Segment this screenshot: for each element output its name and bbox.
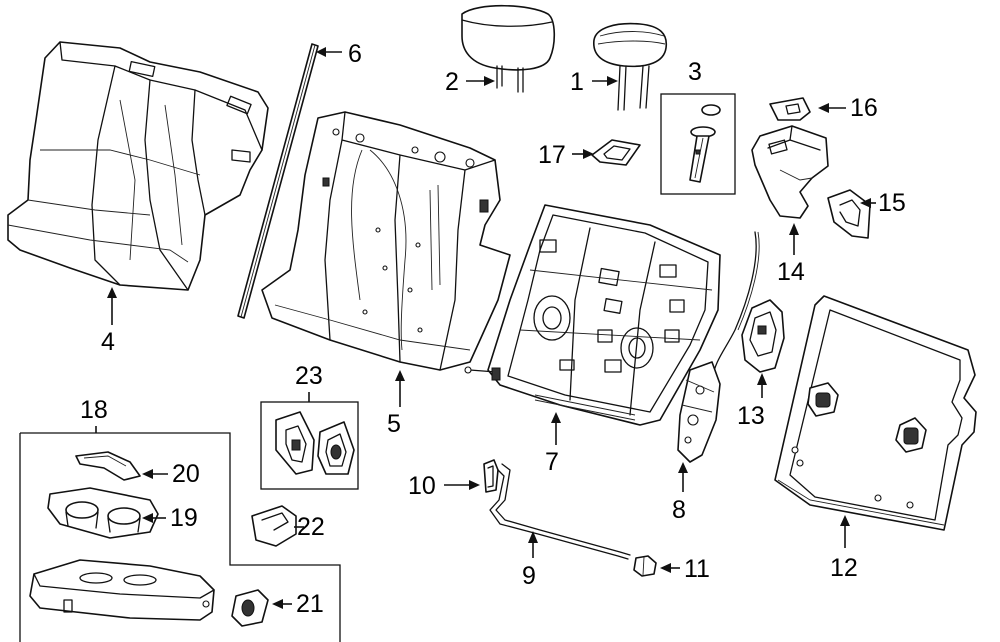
part-3-guide-sleeve[interactable] xyxy=(689,104,721,183)
callout-15: 15 xyxy=(878,189,906,217)
arrow-5 xyxy=(395,370,405,381)
callout-5: 5 xyxy=(387,410,401,438)
part-8-latch[interactable] xyxy=(677,231,760,463)
part-16-cover[interactable] xyxy=(769,97,811,121)
callout-18: 18 xyxy=(80,396,108,424)
arrow-1 xyxy=(607,76,618,86)
callout-3: 3 xyxy=(688,58,702,86)
callout-23: 23 xyxy=(295,362,323,390)
arrow-6 xyxy=(316,47,326,57)
arrow-8 xyxy=(678,462,688,473)
arrow-17 xyxy=(583,149,594,159)
part-15-insert[interactable] xyxy=(827,189,871,239)
arrow-20 xyxy=(142,469,153,479)
callout-10: 10 xyxy=(408,472,436,500)
callout-13: 13 xyxy=(737,402,765,430)
callout-7: 7 xyxy=(545,448,559,476)
part-21-bezel[interactable] xyxy=(231,589,269,627)
part-7-seat-back-frame[interactable] xyxy=(464,204,721,426)
arrow-10 xyxy=(469,480,480,490)
callout-21: 21 xyxy=(296,590,324,618)
part-4-seat-back-cover[interactable] xyxy=(7,41,269,291)
callout-17: 17 xyxy=(538,141,566,169)
callout-19: 19 xyxy=(170,504,198,532)
part-23-hinge-covers[interactable] xyxy=(275,411,355,475)
part-11-nut[interactable] xyxy=(633,555,657,577)
part-23-frame xyxy=(260,401,359,490)
part-12-rear-panel[interactable] xyxy=(774,295,977,531)
callout-20: 20 xyxy=(172,460,200,488)
part-5-seat-back-pad[interactable] xyxy=(261,111,511,371)
callout-4: 4 xyxy=(101,328,115,356)
part-2-headrest[interactable] xyxy=(461,4,556,93)
arrow-7 xyxy=(551,412,561,423)
arrow-12 xyxy=(840,515,850,526)
part-6-trim-strip[interactable] xyxy=(237,43,319,319)
part-9-cable[interactable] xyxy=(489,463,631,560)
part-17-pad[interactable] xyxy=(591,139,641,166)
arrow-19 xyxy=(142,513,153,523)
part-22-cover[interactable] xyxy=(251,505,297,547)
part-1-headrest[interactable] xyxy=(593,22,668,111)
callout-6: 6 xyxy=(348,40,362,68)
part-14-bezel[interactable] xyxy=(751,125,829,219)
part-3-frame xyxy=(660,93,736,195)
part-18-armrest[interactable] xyxy=(29,559,215,621)
arrow-2 xyxy=(484,76,495,86)
part-20-pad[interactable] xyxy=(75,451,141,481)
part-19-cup-holder[interactable] xyxy=(47,487,159,539)
callout-8: 8 xyxy=(672,496,686,524)
callout-12: 12 xyxy=(830,554,858,582)
arrow-16 xyxy=(818,103,829,113)
callout-1: 1 xyxy=(570,68,584,96)
part-10-bracket[interactable] xyxy=(483,459,499,493)
callout-2: 2 xyxy=(445,68,459,96)
arrow-15 xyxy=(860,198,871,208)
arrow-9 xyxy=(528,531,538,543)
arrow-11 xyxy=(660,563,671,573)
arrow-21 xyxy=(272,599,283,609)
part-13-latch-cover[interactable] xyxy=(741,299,785,373)
arrow-13 xyxy=(757,373,767,385)
arrow-14 xyxy=(789,223,799,235)
callout-11: 11 xyxy=(684,555,710,583)
callout-14: 14 xyxy=(777,258,805,286)
part-18-frame xyxy=(19,432,341,642)
arrow-4 xyxy=(107,287,117,298)
callout-9: 9 xyxy=(522,562,536,590)
callout-16: 16 xyxy=(850,94,878,122)
